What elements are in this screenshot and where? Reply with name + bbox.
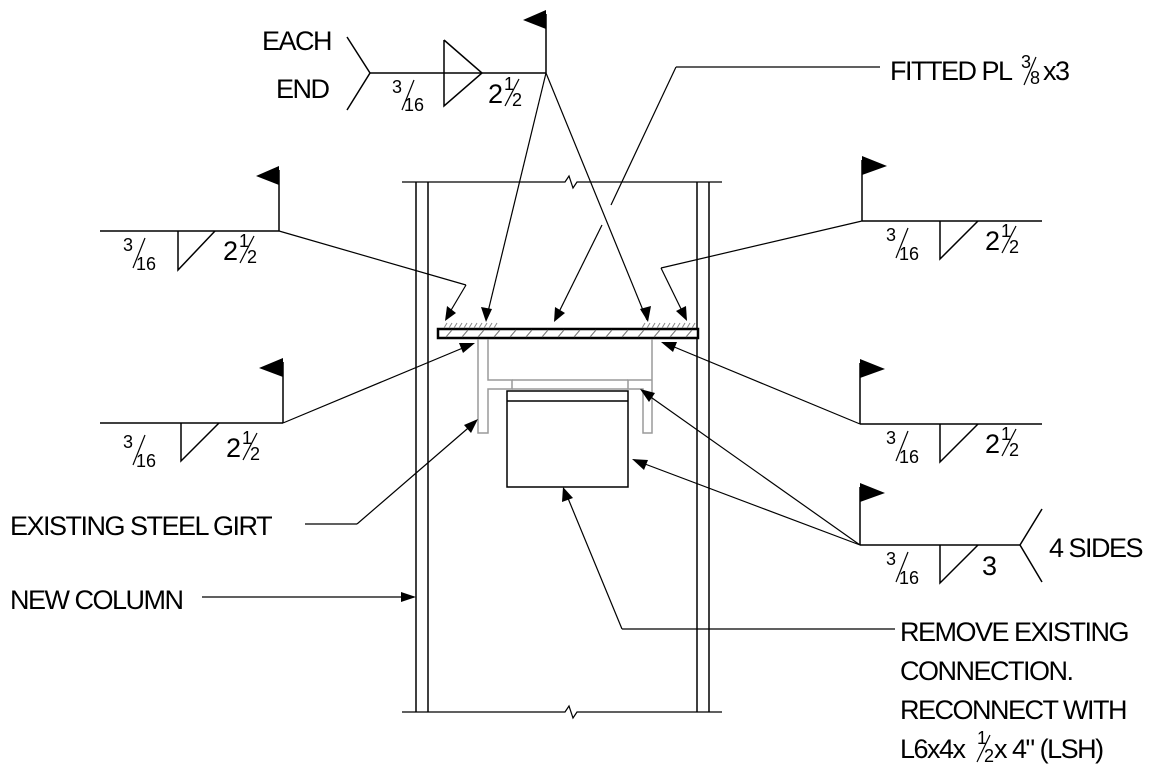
svg-text:RECONNECT WITH: RECONNECT WITH: [900, 695, 1126, 725]
fitted-plate: [436, 322, 700, 340]
svg-text:x3: x3: [1043, 56, 1069, 86]
svg-text:3: 3: [886, 428, 896, 448]
weld-symbol-left-upper: [100, 166, 467, 321]
weld-dim-right-upper: 3 16 2 1 2: [886, 221, 1019, 264]
svg-text:1: 1: [504, 74, 514, 94]
svg-text:1: 1: [1001, 424, 1011, 444]
svg-text:3: 3: [1021, 52, 1031, 72]
weld-symbol-left-lower: [100, 343, 475, 463]
svg-text:3: 3: [392, 77, 402, 97]
svg-text:FITTED PL: FITTED PL: [890, 56, 1013, 86]
svg-text:1: 1: [1001, 221, 1011, 241]
svg-text:1: 1: [977, 728, 987, 748]
svg-text:x 4" (LSH): x 4" (LSH): [994, 734, 1103, 764]
svg-text:3: 3: [886, 225, 896, 245]
svg-text:2: 2: [488, 79, 502, 109]
svg-text:1: 1: [239, 231, 249, 251]
svg-text:2: 2: [512, 90, 522, 110]
svg-text:3: 3: [982, 551, 996, 581]
svg-text:16: 16: [136, 254, 156, 274]
weld-symbol-four-sides: [632, 389, 1043, 585]
column-break-top: [402, 174, 722, 190]
svg-text:3: 3: [123, 432, 133, 452]
svg-text:2: 2: [1009, 237, 1019, 257]
svg-text:1: 1: [242, 428, 252, 448]
new-column-label: NEW COLUMN: [10, 585, 183, 615]
connection-angle: [506, 390, 629, 488]
svg-text:16: 16: [404, 95, 424, 115]
existing-girt-label: EXISTING STEEL GIRT: [10, 511, 272, 541]
weld-dim-left-upper: 3 16 2 1 2: [123, 231, 257, 274]
svg-text:16: 16: [899, 568, 919, 588]
svg-text:2: 2: [223, 236, 237, 266]
svg-text:8: 8: [1030, 68, 1040, 88]
svg-text:L6x4x: L6x4x: [900, 734, 967, 764]
svg-text:2: 2: [226, 433, 240, 463]
each-label: EACH: [262, 26, 331, 56]
weld-size-top: 3 16: [392, 77, 424, 115]
weld-length-top: 2 1 2: [488, 74, 522, 110]
field-weld-flag: [523, 10, 546, 29]
svg-text:2: 2: [1009, 440, 1019, 460]
new-column: [402, 174, 722, 720]
svg-text:3: 3: [886, 549, 896, 569]
svg-text:2: 2: [984, 746, 994, 766]
remove-connection-note: REMOVE EXISTING CONNECTION. RECONNECT WI…: [900, 617, 1130, 766]
svg-text:REMOVE EXISTING: REMOVE EXISTING: [900, 617, 1128, 647]
svg-text:2: 2: [250, 444, 260, 464]
svg-text:16: 16: [136, 451, 156, 471]
svg-text:2: 2: [985, 429, 999, 459]
weld-marks: [443, 322, 696, 329]
weld-dim-four-sides: 3 16 3: [886, 549, 997, 588]
column-break-bottom: [402, 704, 722, 720]
end-label: END: [276, 74, 330, 104]
weld-symbol-right-lower: [661, 342, 1042, 464]
four-sides-label: 4 SIDES: [1049, 533, 1143, 563]
svg-text:16: 16: [899, 447, 919, 467]
remove-connection-leader: [562, 487, 895, 630]
fitted-plate-label: FITTED PL 3 8 x3: [890, 52, 1071, 88]
weld-symbol-each-end: [346, 10, 651, 322]
svg-text:CONNECTION.: CONNECTION.: [900, 656, 1073, 686]
svg-text:16: 16: [899, 244, 919, 264]
existing-steel-girt: [477, 339, 653, 434]
weld-symbol-right-upper: [660, 156, 1042, 321]
weld-dim-right-lower: 3 16 2 1 2: [886, 424, 1019, 467]
fitted-plate-leader: [554, 66, 880, 322]
svg-text:2: 2: [247, 247, 257, 267]
svg-text:3: 3: [123, 235, 133, 255]
new-column-leader: [202, 592, 416, 602]
svg-text:2: 2: [985, 226, 999, 256]
existing-girt-leader: [305, 419, 478, 525]
weld-dim-left-lower: 3 16 2 1 2: [123, 428, 260, 471]
